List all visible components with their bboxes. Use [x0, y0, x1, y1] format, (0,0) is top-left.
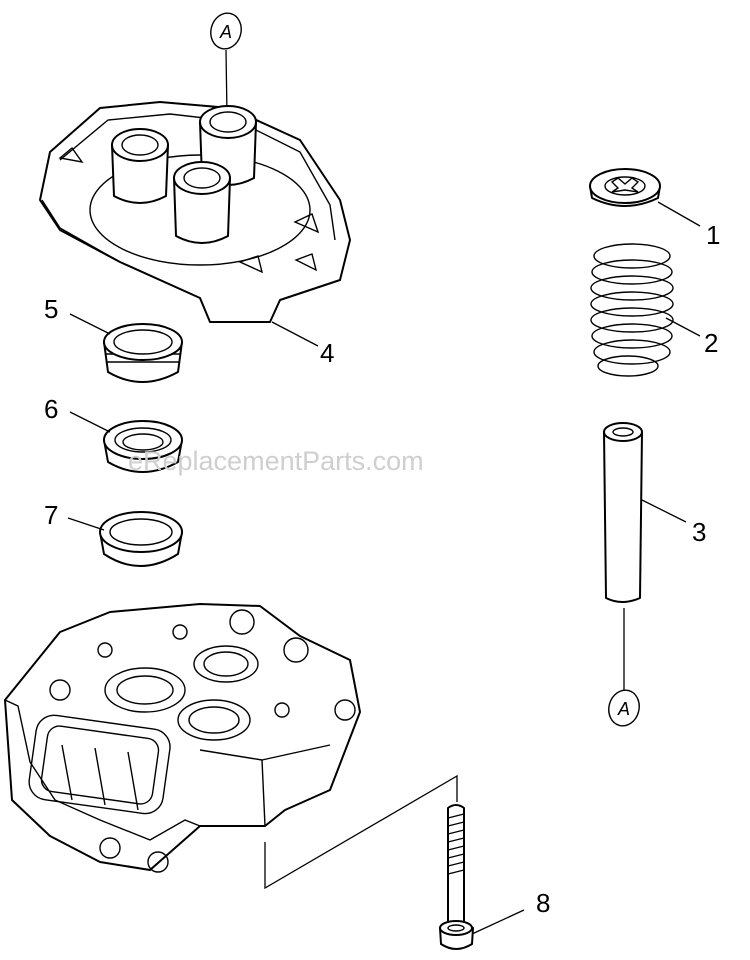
part-7-o-ring — [99, 511, 183, 567]
bolt-installation-line — [264, 774, 458, 890]
part-4-valve-plate — [39, 101, 351, 323]
leader-line-8 — [471, 909, 525, 935]
callout-5: 5 — [44, 294, 58, 324]
leader-line-1 — [657, 201, 701, 227]
leader-line-3 — [641, 499, 687, 523]
callout-8: 8 — [536, 888, 550, 918]
part-5-valve-seat — [103, 323, 183, 383]
svg-text:A: A — [617, 699, 630, 719]
leader-line-7 — [67, 517, 105, 531]
reference-mark-bottom: A — [608, 689, 640, 727]
callout-6: 6 — [44, 394, 58, 424]
leader-line-6 — [69, 411, 111, 433]
part-3-plunger-pin — [603, 422, 643, 690]
watermark: eReplacementParts.com — [128, 446, 424, 476]
leader-line-4 — [271, 321, 319, 347]
callout-7: 7 — [44, 500, 58, 530]
leader-line-2 — [665, 317, 701, 337]
leader-line-5 — [69, 313, 111, 335]
callout-1: 1 — [706, 220, 720, 250]
part-8-bolt — [439, 804, 474, 950]
callout-4: 4 — [320, 338, 334, 368]
callout-2: 2 — [704, 328, 718, 358]
reference-mark-top: A — [210, 12, 242, 117]
part-2-valve-spring — [590, 243, 674, 377]
svg-text:A: A — [219, 22, 232, 42]
pump-head-housing — [4, 603, 361, 873]
callout-3: 3 — [692, 517, 706, 547]
part-1-retainer-cap — [589, 168, 661, 207]
part-6-seal — [103, 420, 183, 473]
